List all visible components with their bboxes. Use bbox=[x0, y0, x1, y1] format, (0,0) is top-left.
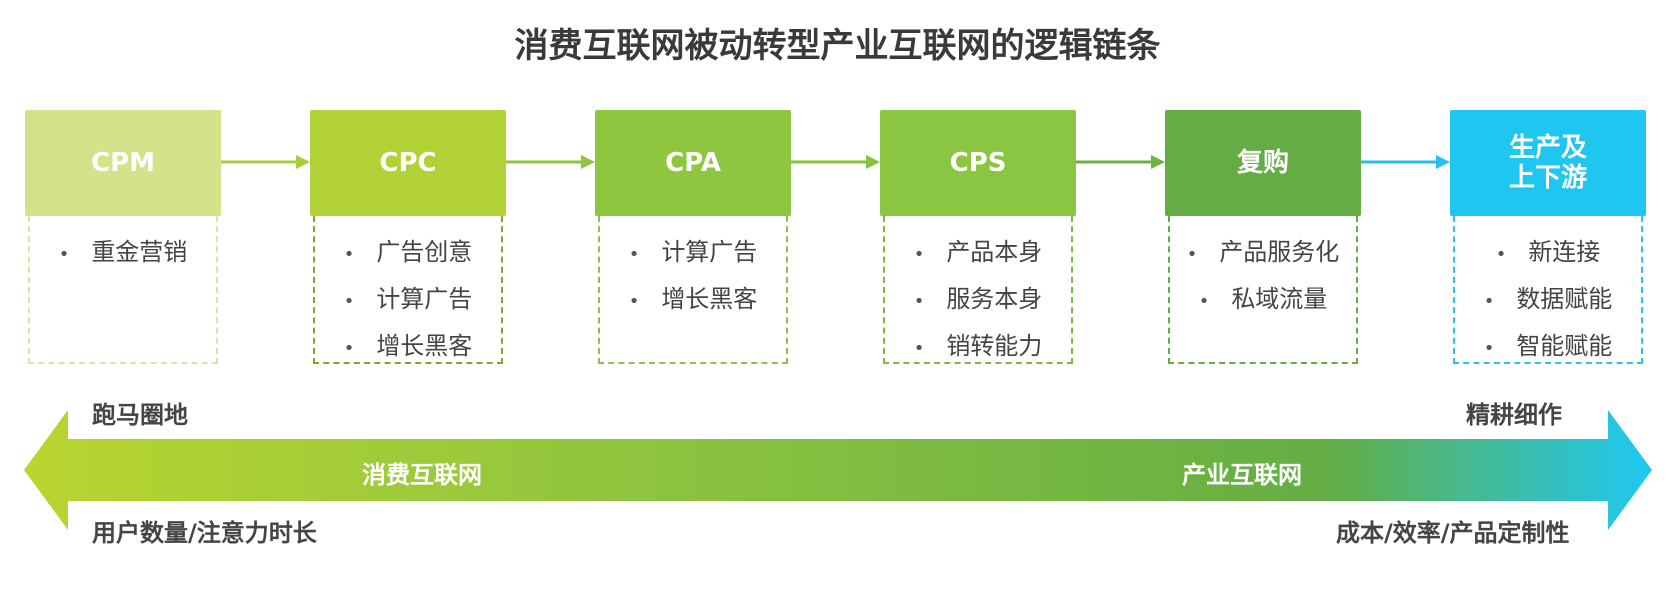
stage-item: 产品服务化 bbox=[1170, 230, 1356, 277]
stage-item: 计算广告 bbox=[315, 277, 501, 324]
connector-arrow bbox=[1361, 155, 1450, 169]
stage-detail-box: 重金营销 bbox=[28, 216, 218, 364]
connector-arrow bbox=[1076, 155, 1165, 169]
stage-item: 广告创意 bbox=[315, 230, 501, 277]
stage-item: 销转能力 bbox=[885, 324, 1071, 371]
stage-item: 计算广告 bbox=[600, 230, 786, 277]
stage-item: 产品本身 bbox=[885, 230, 1071, 277]
stage-item-list: 产品本身服务本身销转能力 bbox=[885, 216, 1071, 371]
label-bottom-left: 用户数量/注意力时长 bbox=[92, 519, 317, 547]
stage-item: 增长黑客 bbox=[600, 277, 786, 324]
stage-item-list: 广告创意计算广告增长黑客 bbox=[315, 216, 501, 371]
stage-item: 重金营销 bbox=[30, 230, 216, 277]
stage-item: 新连接 bbox=[1455, 230, 1641, 277]
label-top-left: 跑马圈地 bbox=[92, 401, 188, 429]
stage-item: 服务本身 bbox=[885, 277, 1071, 324]
page-title: 消费互联网被动转型产业互联网的逻辑链条 bbox=[514, 26, 1161, 66]
stage-item: 智能赋能 bbox=[1455, 324, 1641, 371]
band-label-industrial-internet: 产业互联网 bbox=[1182, 461, 1302, 489]
stage-item-list: 新连接数据赋能智能赋能 bbox=[1455, 216, 1641, 371]
stage-header: CPM bbox=[25, 110, 221, 216]
stage-item: 增长黑客 bbox=[315, 324, 501, 371]
connector-arrow bbox=[221, 155, 310, 169]
stage-header: 生产及 上下游 bbox=[1450, 110, 1646, 216]
label-bottom-right: 成本/效率/产品定制性 bbox=[1336, 519, 1570, 547]
stage-header: 复购 bbox=[1165, 110, 1361, 216]
stage-item: 私域流量 bbox=[1170, 277, 1356, 324]
stage-item-list: 计算广告增长黑客 bbox=[600, 216, 786, 324]
stage-item-list: 产品服务化私域流量 bbox=[1170, 216, 1356, 324]
stage-item-list: 重金营销 bbox=[30, 216, 216, 277]
label-top-right: 精耕细作 bbox=[1466, 401, 1562, 429]
connector-arrow bbox=[791, 155, 880, 169]
stage-detail-box: 广告创意计算广告增长黑客 bbox=[313, 216, 503, 364]
connector-arrow bbox=[506, 155, 595, 169]
band-label-consumer-internet: 消费互联网 bbox=[362, 461, 482, 489]
stage-header: CPA bbox=[595, 110, 791, 216]
stage-detail-box: 新连接数据赋能智能赋能 bbox=[1453, 216, 1643, 364]
stage-item: 数据赋能 bbox=[1455, 277, 1641, 324]
stage-detail-box: 计算广告增长黑客 bbox=[598, 216, 788, 364]
transition-arrow-band bbox=[24, 410, 1652, 530]
stage-detail-box: 产品服务化私域流量 bbox=[1168, 216, 1358, 364]
double-arrow-shape bbox=[24, 410, 1652, 530]
stage-header: CPC bbox=[310, 110, 506, 216]
stage-detail-box: 产品本身服务本身销转能力 bbox=[883, 216, 1073, 364]
stage-header: CPS bbox=[880, 110, 1076, 216]
